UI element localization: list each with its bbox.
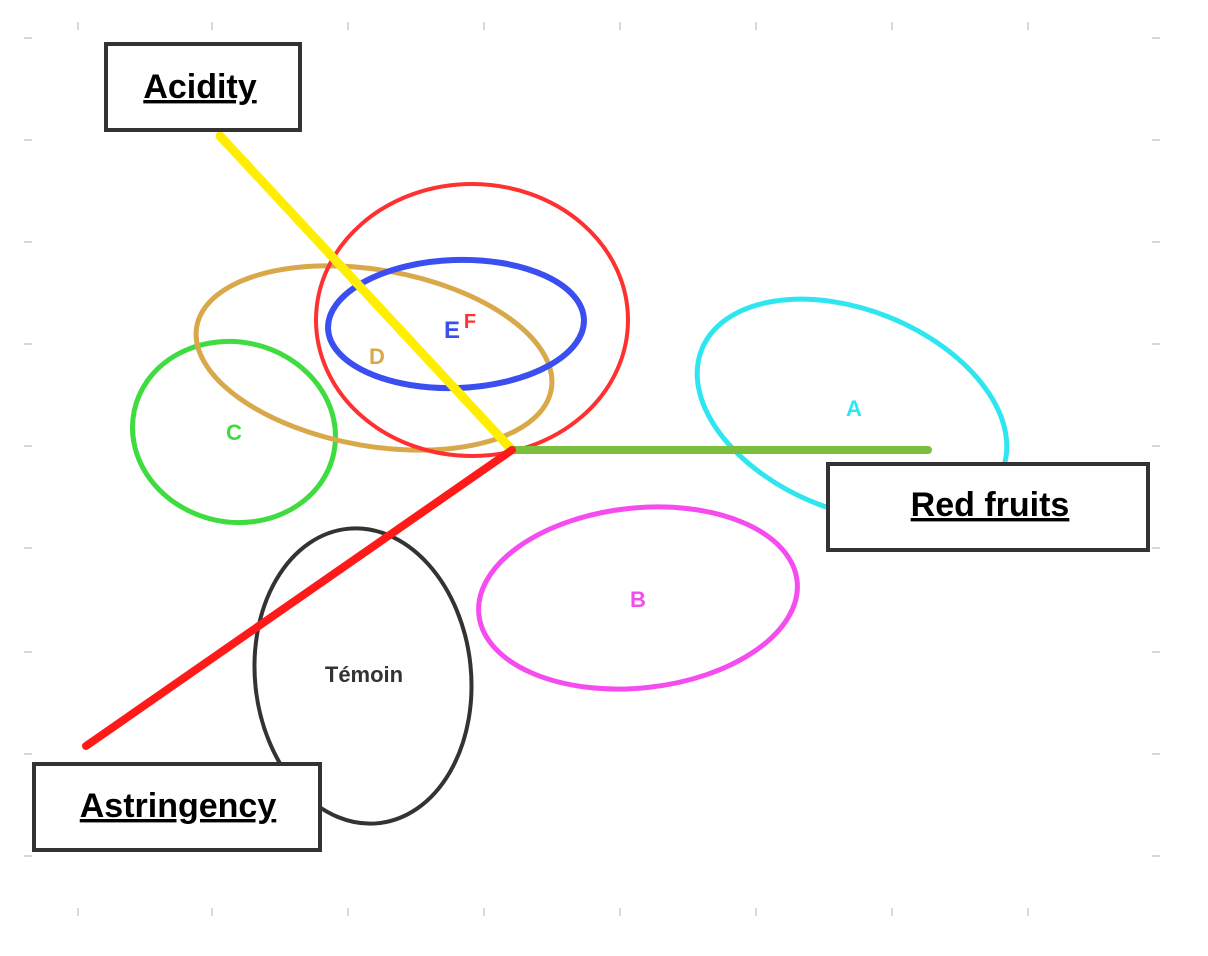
acidity-vector: [215, 131, 517, 455]
group-temoin-label: Témoin: [325, 662, 403, 687]
group-c-ellipse: [129, 338, 339, 526]
astringency-label-box: Astringency: [32, 762, 322, 852]
acidity-label: Acidity: [143, 68, 256, 106]
frame-ticks: [24, 22, 1160, 916]
group-b-ellipse: [476, 504, 800, 692]
group-d-label: D: [369, 344, 385, 369]
astringency-label: Astringency: [80, 787, 277, 825]
group-f-label: F: [464, 311, 476, 333]
astringency-vector: [82, 446, 516, 750]
group-temoin-ellipse: [252, 526, 474, 826]
red-fruits-label: Red fruits: [911, 486, 1070, 524]
group-b-label: B: [630, 587, 646, 612]
acidity-label-box: Acidity: [104, 42, 302, 132]
red-fruits-label-box: Red fruits: [826, 462, 1150, 552]
group-f-ellipse: [314, 182, 630, 458]
group-a-label: A: [846, 396, 862, 421]
group-e-label: E: [444, 317, 460, 344]
group-c-label: C: [226, 420, 242, 445]
